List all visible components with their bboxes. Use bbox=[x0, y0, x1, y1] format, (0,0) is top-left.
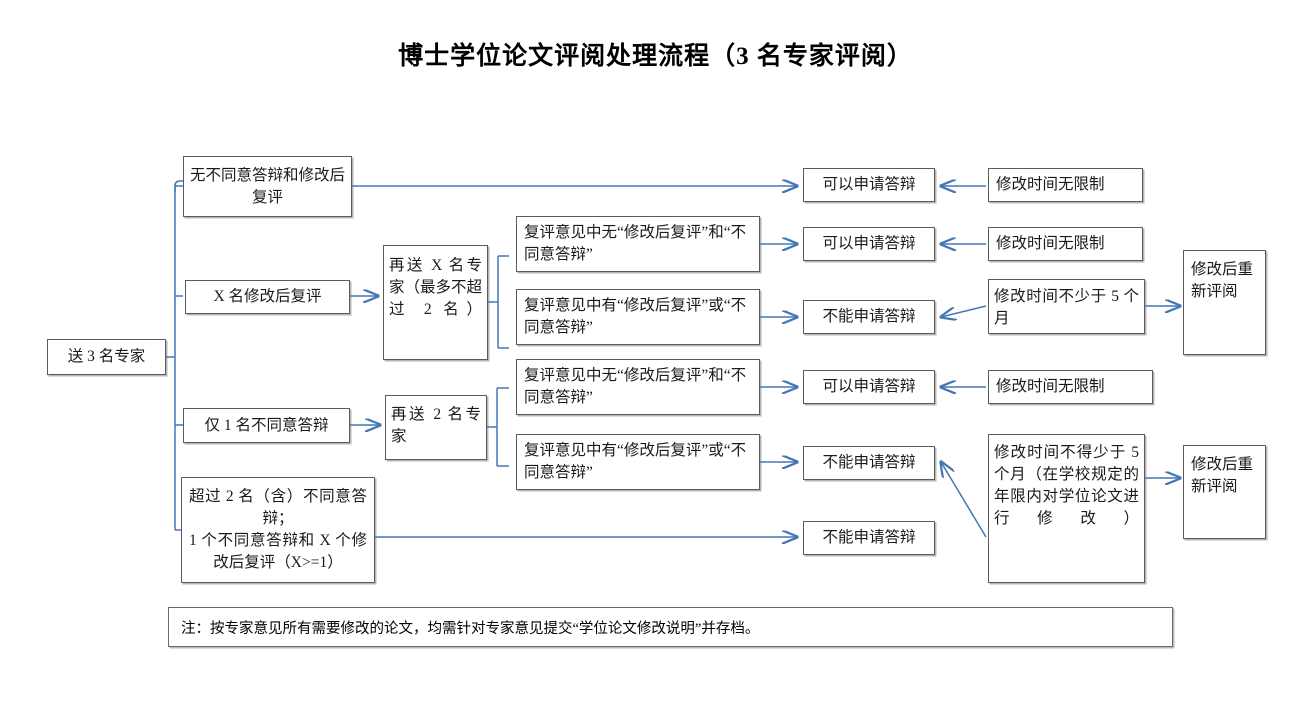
node-cannot-apply-defense-1[interactable]: 不能申请答辩 bbox=[803, 300, 935, 334]
node-resend-two-experts[interactable]: 再送 2 名专家 bbox=[385, 395, 487, 460]
page-title: 博士学位论文评阅处理流程（3 名专家评阅） bbox=[398, 43, 913, 70]
node-can-apply-defense-1-label: 可以申请答辩 bbox=[822, 176, 916, 193]
node-revision-time-min-five-months[interactable]: 修改时间不少于 5 个月 bbox=[988, 279, 1145, 334]
node-branch-two-or-more[interactable]: 超过 2 名（含）不同意答 辩； 1 个不同意答辩和 X 个修 改后复评（X>=… bbox=[181, 477, 375, 583]
footer-note-text: 注：按专家意见所有需要修改的论文，均需针对专家意见提交“学位论文修改说明”并存档… bbox=[181, 620, 760, 637]
node-can-apply-defense-3[interactable]: 可以申请答辩 bbox=[803, 370, 935, 404]
node-start-label: 送 3 名专家 bbox=[67, 348, 146, 365]
node-revision-time-min-five-months-detailed-label: 修改时间不得少于 5 个月（在学校规定的年限内对学位论文进行修改） bbox=[994, 444, 1139, 527]
node-revision-time-unlimited-3[interactable]: 修改时间无限制 bbox=[988, 370, 1153, 404]
node-cannot-apply-defense-3[interactable]: 不能申请答辩 bbox=[803, 521, 935, 555]
node-branch-no-objection[interactable]: 无不同意答辩和修改后复评 bbox=[183, 156, 352, 217]
branch-line-2: 辩； bbox=[262, 510, 294, 527]
node-start[interactable]: 送 3 名专家 bbox=[47, 339, 166, 375]
branch-line-1: 超过 2 名（含）不同意答 bbox=[189, 488, 367, 505]
node-review-no-objection-1-label: 复评意见中无“修改后复评”和“不同意答辩” bbox=[524, 224, 747, 263]
node-revision-time-unlimited-3-label: 修改时间无限制 bbox=[996, 378, 1105, 395]
node-rereview-after-revision-1[interactable]: 修改后重新评阅 bbox=[1183, 250, 1266, 355]
node-revision-time-unlimited-1-label: 修改时间无限制 bbox=[996, 176, 1105, 193]
node-revision-time-unlimited-1[interactable]: 修改时间无限制 bbox=[988, 168, 1143, 202]
node-branch-x-revise[interactable]: X 名修改后复评 bbox=[185, 280, 350, 314]
node-rereview-after-revision-1-label: 修改后重新评阅 bbox=[1191, 261, 1254, 300]
node-review-has-objection-2[interactable]: 复评意见中有“修改后复评”或“不同意答辩” bbox=[516, 434, 760, 490]
node-review-has-objection-2-label: 复评意见中有“修改后复评”或“不同意答辩” bbox=[524, 442, 747, 481]
node-rereview-after-revision-2[interactable]: 修改后重新评阅 bbox=[1183, 445, 1266, 539]
node-branch-one-disagree[interactable]: 仅 1 名不同意答辩 bbox=[183, 408, 350, 443]
node-cannot-apply-defense-3-label: 不能申请答辩 bbox=[822, 529, 916, 546]
node-cannot-apply-defense-2[interactable]: 不能申请答辩 bbox=[803, 446, 935, 480]
node-cannot-apply-defense-2-label: 不能申请答辩 bbox=[822, 454, 916, 471]
node-branch-two-or-more-label: 超过 2 名（含）不同意答 辩； 1 个不同意答辩和 X 个修 改后复评（X>=… bbox=[182, 486, 374, 574]
node-rereview-after-revision-2-label: 修改后重新评阅 bbox=[1191, 456, 1254, 495]
node-can-apply-defense-1[interactable]: 可以申请答辩 bbox=[803, 168, 935, 202]
branch-line-4: 改后复评（X>=1） bbox=[213, 554, 343, 571]
node-can-apply-defense-2-label: 可以申请答辩 bbox=[822, 235, 916, 252]
node-branch-one-disagree-label: 仅 1 名不同意答辩 bbox=[204, 416, 329, 434]
node-review-no-objection-1[interactable]: 复评意见中无“修改后复评”和“不同意答辩” bbox=[516, 216, 760, 272]
node-revision-time-min-five-months-detailed[interactable]: 修改时间不得少于 5 个月（在学校规定的年限内对学位论文进行修改） bbox=[988, 434, 1145, 583]
node-can-apply-defense-3-label: 可以申请答辩 bbox=[822, 378, 916, 395]
node-review-has-objection-1[interactable]: 复评意见中有“修改后复评”或“不同意答辩” bbox=[516, 289, 760, 345]
node-revision-time-unlimited-2-label: 修改时间无限制 bbox=[996, 235, 1105, 252]
node-resend-x-experts[interactable]: 再送 X 名专家（最多不超过 2 名） bbox=[383, 245, 488, 360]
node-review-no-objection-2-label: 复评意见中无“修改后复评”和“不同意答辩” bbox=[524, 367, 747, 406]
node-resend-two-experts-label: 再送 2 名专家 bbox=[391, 406, 481, 445]
node-review-no-objection-2[interactable]: 复评意见中无“修改后复评”和“不同意答辩” bbox=[516, 359, 760, 415]
node-review-has-objection-1-label: 复评意见中有“修改后复评”或“不同意答辩” bbox=[524, 297, 747, 336]
node-cannot-apply-defense-1-label: 不能申请答辩 bbox=[822, 308, 916, 325]
node-revision-time-unlimited-2[interactable]: 修改时间无限制 bbox=[988, 227, 1143, 261]
node-resend-x-experts-label: 再送 X 名专家（最多不超过 2 名） bbox=[389, 257, 483, 318]
node-can-apply-defense-2[interactable]: 可以申请答辩 bbox=[803, 227, 935, 261]
node-branch-x-revise-label: X 名修改后复评 bbox=[213, 288, 322, 305]
node-revision-time-min-five-months-label: 修改时间不少于 5 个月 bbox=[994, 288, 1139, 327]
node-branch-no-objection-label: 无不同意答辩和修改后复评 bbox=[189, 166, 345, 206]
branch-line-3: 1 个不同意答辩和 X 个修 bbox=[189, 532, 367, 549]
footer-note: 注：按专家意见所有需要修改的论文，均需针对专家意见提交“学位论文修改说明”并存档… bbox=[168, 607, 1173, 647]
